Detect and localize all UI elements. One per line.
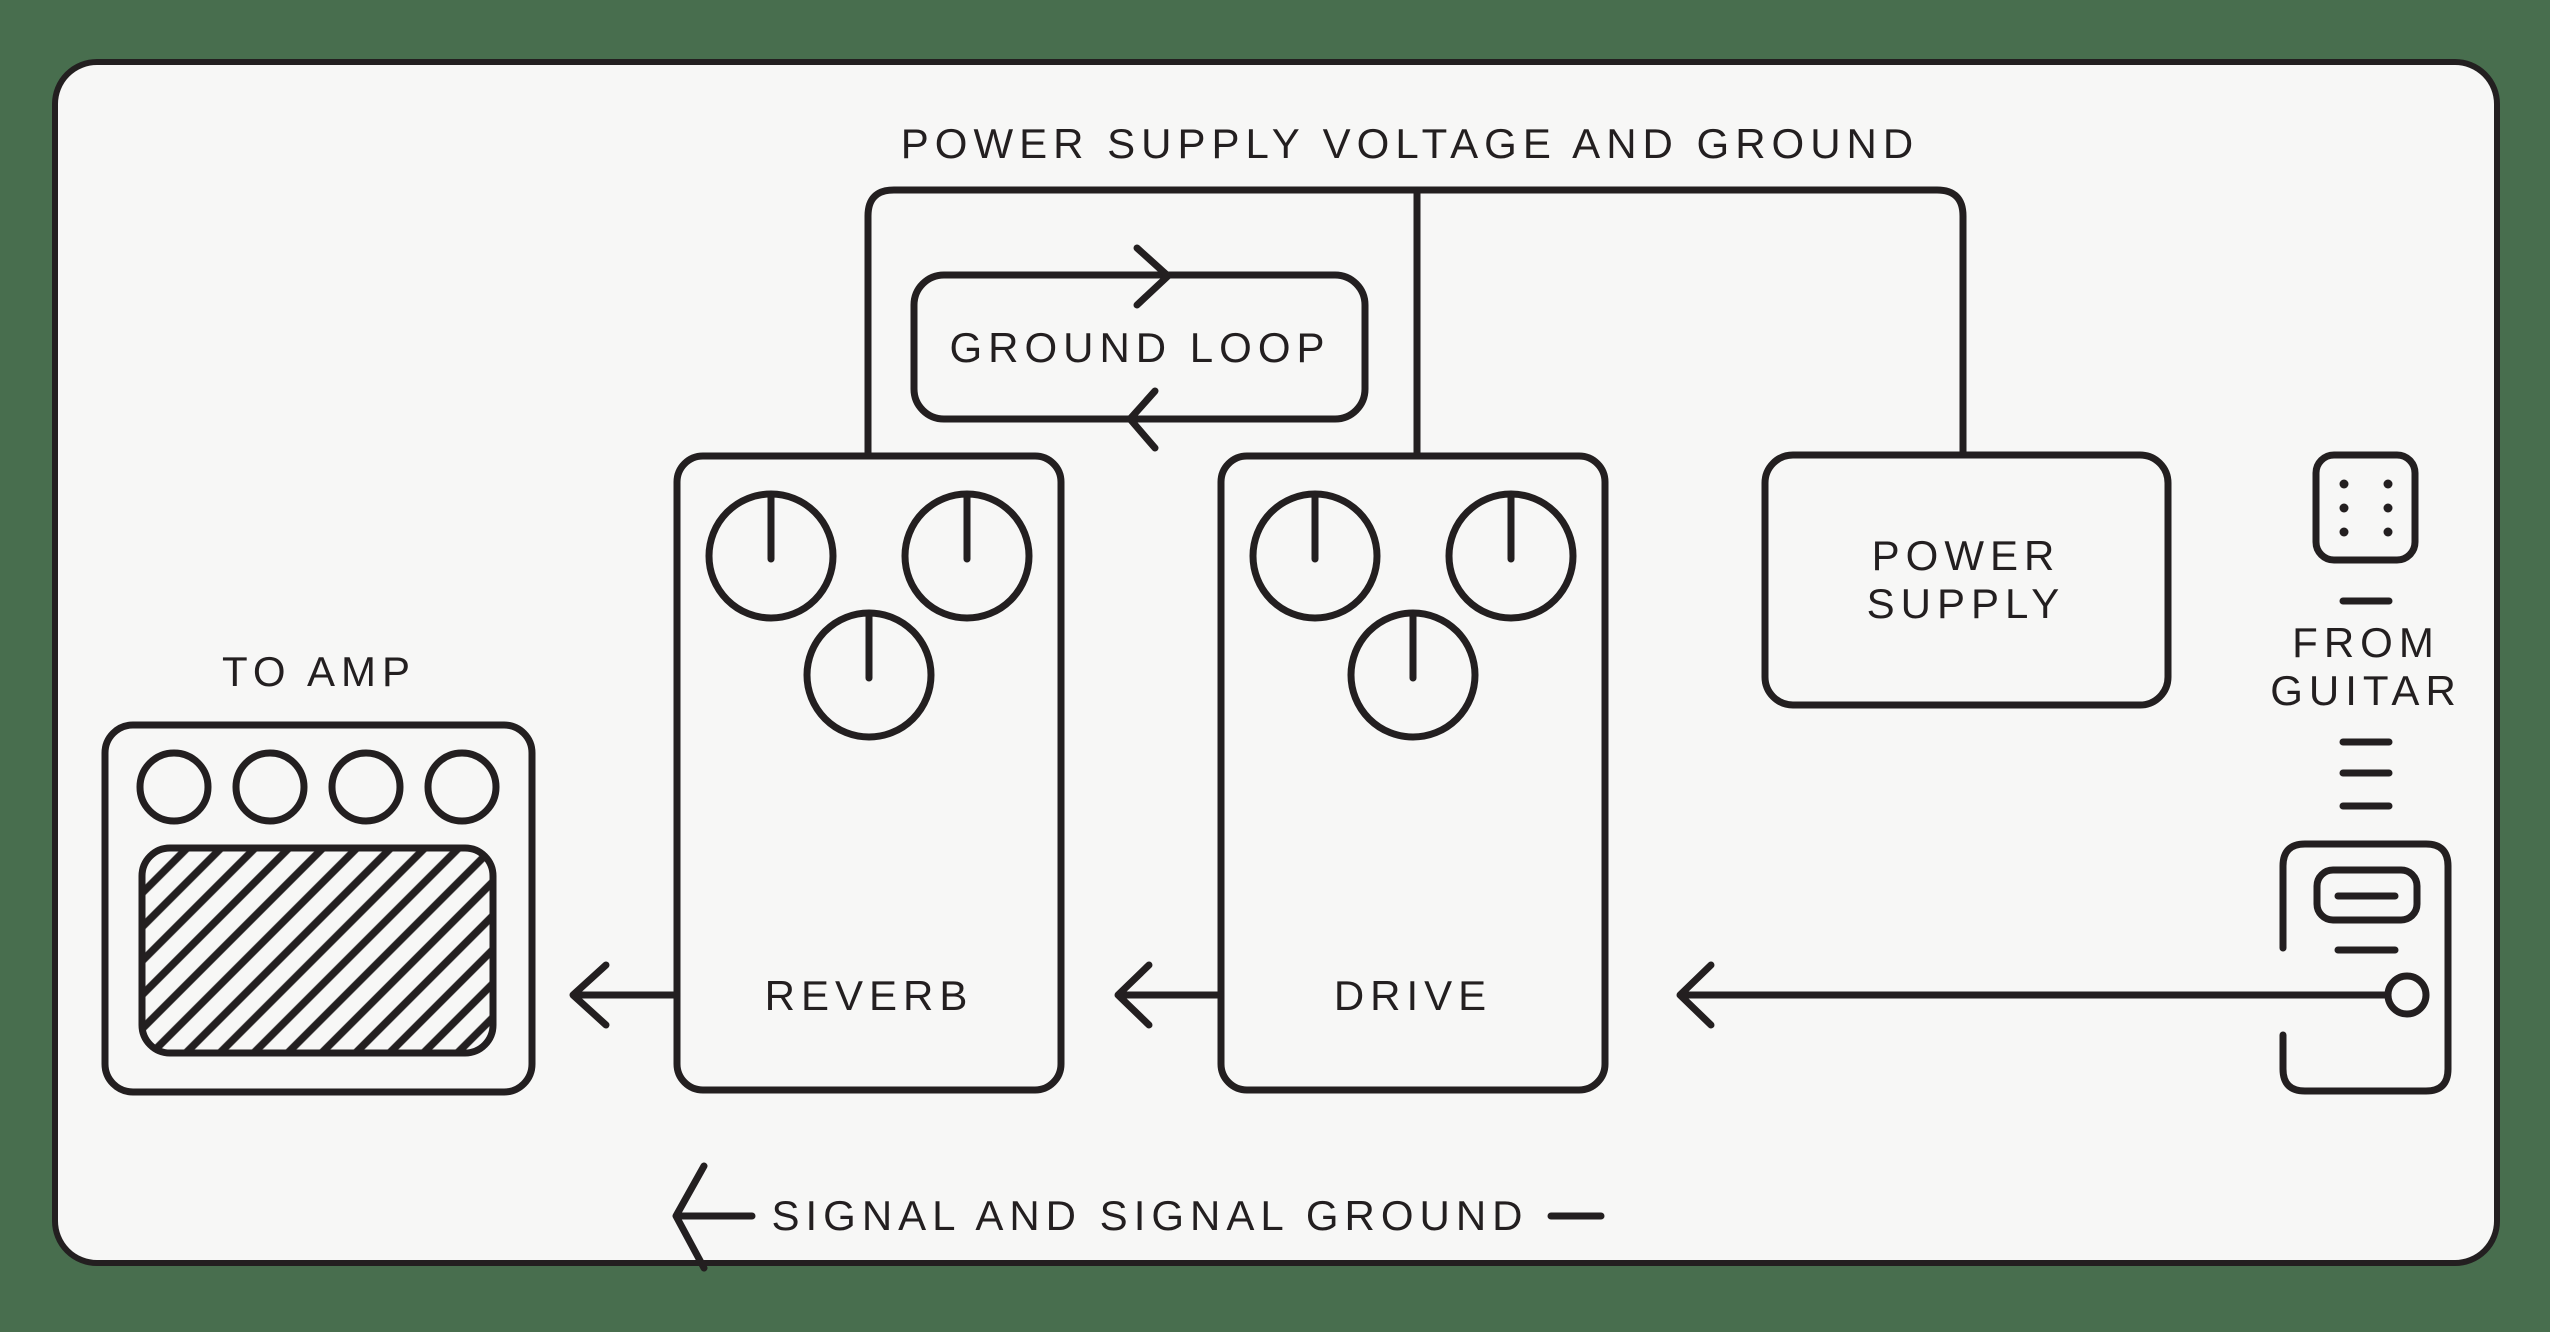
reverb-knob-left (705, 490, 837, 622)
plug-icon (2312, 451, 2419, 564)
signal-wire-reverb-to-amp (569, 961, 681, 1029)
ground-loop-arrow-left-icon (1126, 387, 1159, 452)
guitar-output-jack (2384, 972, 2430, 1018)
signal-arrowhead-into-reverb (1114, 961, 1153, 1029)
amp-outline (101, 721, 536, 1096)
guitar-column: FROM GUITAR (2270, 451, 2462, 1095)
amp-knob-4 (424, 749, 500, 825)
drive-pedal: DRIVE (1217, 452, 1609, 1094)
ground-loop-outline (910, 271, 1369, 423)
reverb-knob-middle (803, 609, 935, 741)
signal-wire-drive-to-reverb (1114, 961, 1225, 1029)
power-supply-outline (1761, 451, 2172, 709)
cable-dashes (2339, 738, 2393, 810)
diagram-card (52, 59, 2500, 1266)
amp-knob-2 (232, 749, 308, 825)
amp: TO AMP (101, 648, 536, 1096)
legend-signal-arrow-icon (672, 1162, 756, 1272)
drive-label: DRIVE (1334, 972, 1492, 1019)
ground-loop-box: GROUND LOOP (910, 244, 1369, 452)
diagram-title: POWER SUPPLY VOLTAGE AND GROUND (901, 120, 1919, 167)
signal-arrowhead-into-amp (569, 961, 610, 1029)
amp-knob-1 (136, 749, 212, 825)
legend-label: SIGNAL AND SIGNAL GROUND (771, 1192, 1528, 1239)
power-supply-label: POWER (1872, 532, 2061, 579)
reverb-label: REVERB (765, 972, 974, 1019)
guitar-body-outline (2279, 840, 2452, 1095)
legend: SIGNAL AND SIGNAL GROUND (672, 1162, 1605, 1272)
reverb-pedal-outline (673, 452, 1065, 1094)
signal-arrowhead-into-drive (1676, 961, 1715, 1029)
to-amp-label: TO AMP (222, 648, 416, 695)
reverb-knob-right (901, 490, 1033, 622)
drive-knob-left (1249, 490, 1381, 622)
diagram-lines: POWER SUPPLY VOLTAGE AND GROUND GROUND L… (101, 120, 2462, 1272)
amp-knob-3 (328, 749, 404, 825)
drive-knob-right (1445, 490, 1577, 622)
signal-wire-guitar-to-drive (1676, 961, 2392, 1029)
guitar-pickup (2313, 866, 2421, 924)
amp-speaker-grille (138, 844, 497, 1057)
from-guitar-label-line2: GUITAR (2270, 667, 2462, 714)
guitar-body (2279, 840, 2452, 1095)
power-bus-wire (864, 186, 1967, 460)
ground-loop-arrow-right-icon (1133, 244, 1172, 309)
reverb-pedal: REVERB (673, 452, 1065, 1094)
power-supply-label-line2: SUPPLY (1867, 580, 2066, 627)
drive-pedal-outline (1217, 452, 1609, 1094)
ground-loop-label: GROUND LOOP (949, 324, 1330, 371)
power-supply-box: POWER SUPPLY (1761, 451, 2172, 709)
drive-knob-middle (1347, 609, 1479, 741)
from-guitar-label: FROM (2292, 619, 2440, 666)
